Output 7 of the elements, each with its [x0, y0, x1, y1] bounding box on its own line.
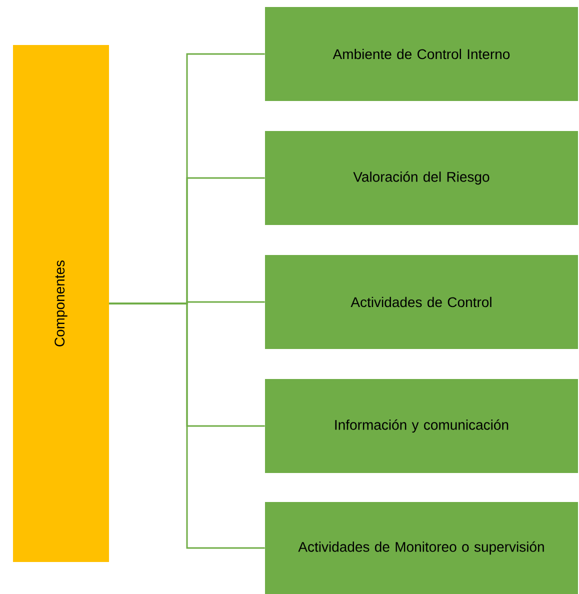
- connector-line: [109, 302, 265, 549]
- component-box: Actividades de Control: [265, 255, 578, 349]
- component-box: Valoración del Riesgo: [265, 131, 578, 225]
- component-box: Ambiente de Control Interno: [265, 7, 578, 101]
- category-bar: Componentes: [13, 45, 109, 562]
- component-box: Información y comunicación: [265, 379, 578, 473]
- component-box: Actividades de Monitoreo o supervisión: [265, 502, 578, 594]
